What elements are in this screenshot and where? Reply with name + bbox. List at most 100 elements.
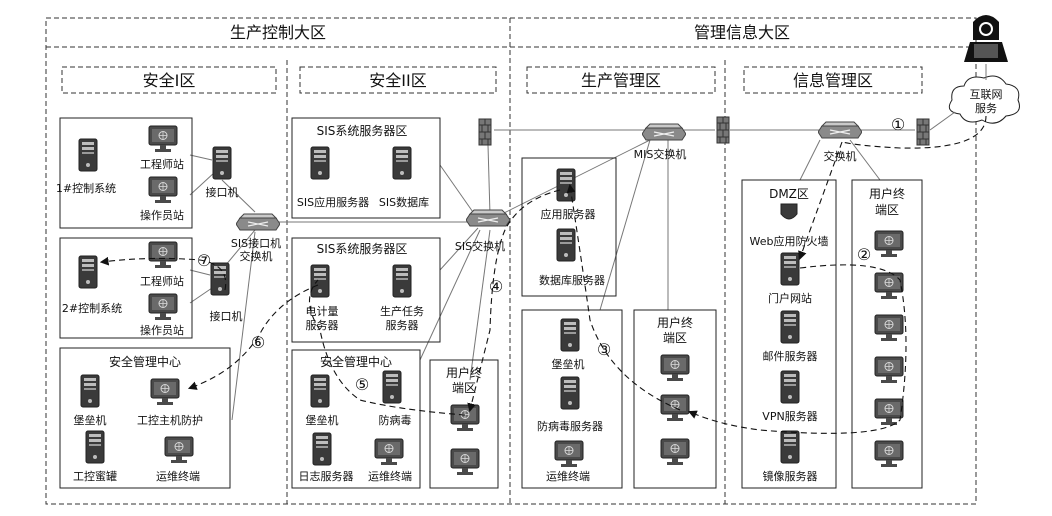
op-station-label: 操作员站 <box>140 208 184 222</box>
server-icon <box>310 146 330 180</box>
ics-host-protection-label: 工控主机防护 <box>137 413 203 427</box>
firewall-icon <box>478 118 492 146</box>
server-icon <box>392 264 412 298</box>
app-server-label: 应用服务器 <box>541 207 596 221</box>
hacker-icon <box>964 15 1008 62</box>
interface-server-icon <box>210 262 230 296</box>
server-icon <box>85 430 105 464</box>
production-management-title: 生产管理区 <box>581 71 661 90</box>
firewall-icon <box>716 116 730 144</box>
user-terminal-zone2-label-1: 用户终 <box>446 365 482 380</box>
mirror-server-label: 镜像服务器 <box>763 469 818 483</box>
server-icon <box>780 310 800 344</box>
server-icon <box>78 138 98 172</box>
info-management-title: 信息管理区 <box>793 71 873 90</box>
user-terminal-zone2-label-2: 端区 <box>452 381 476 395</box>
monitor-icon <box>450 448 480 476</box>
monitor-icon <box>874 440 904 468</box>
switch-icon <box>466 209 510 227</box>
monitor-icon <box>148 125 178 153</box>
step-marker-6: ⑥ <box>251 333 265 352</box>
server-icon <box>78 255 98 289</box>
management-zone-title: 管理信息大区 <box>694 23 790 42</box>
monitor-icon <box>164 436 194 464</box>
user-terminal-info-label-2: 端区 <box>875 203 899 217</box>
interface-machine-2-label: 接口机 <box>210 309 243 323</box>
monitor-icon <box>450 404 480 432</box>
meter-server-label-2: 服务器 <box>306 319 339 332</box>
firewall-icon <box>916 118 930 146</box>
log-server-label: 日志服务器 <box>299 470 354 483</box>
monitor-icon <box>874 398 904 426</box>
mis-switch-label: MIS交换机 <box>634 147 687 161</box>
user-terminal-info-label-1: 用户终 <box>869 186 905 201</box>
monitor-icon <box>374 438 404 466</box>
server-icon <box>312 432 332 466</box>
waf-shield-icon <box>780 203 798 220</box>
interface-machine-label: 接口机 <box>206 185 239 199</box>
interface-server-icon <box>212 146 232 180</box>
monitor-icon <box>148 293 178 321</box>
safety-zone-1-title: 安全I区 <box>143 71 196 90</box>
sis-interface-switch-label-2: 交换机 <box>240 249 273 263</box>
step-marker-2: ② <box>857 245 871 264</box>
antivirus-label: 防病毒 <box>379 413 412 427</box>
security-center-2-title: 安全管理中心 <box>320 354 392 369</box>
waf-label: Web应用防火墙 <box>750 234 829 248</box>
bastion-3-label: 堡垒机 <box>552 357 585 371</box>
control-system-2-label: 2#控制系统 <box>62 301 122 315</box>
user-terminal-prod-label-1: 用户终 <box>657 315 693 330</box>
eng-station-2-label: 工程师站 <box>140 274 184 288</box>
sis-server-area-2-title: SIS系统服务器区 <box>317 241 408 256</box>
ops-terminal-1-label: 运维终端 <box>156 469 200 483</box>
server-icon <box>780 252 800 286</box>
sis-database-label: SIS数据库 <box>379 195 429 209</box>
server-icon <box>556 228 576 262</box>
mail-server-label: 邮件服务器 <box>763 350 818 363</box>
op-station-2-label: 操作员站 <box>140 323 184 337</box>
dmz-label: DMZ区 <box>769 187 809 201</box>
antivirus-server-label: 防病毒服务器 <box>537 419 603 433</box>
server-icon <box>780 430 800 464</box>
step-marker-1: ① <box>891 115 905 134</box>
server-icon <box>560 376 580 410</box>
bastion-1-label: 堡垒机 <box>74 413 107 427</box>
sis-app-server-label: SIS应用服务器 <box>297 195 369 209</box>
meter-server-label-1: 电计量 <box>306 305 339 318</box>
sis-interface-switch-label-1: SIS接口机 <box>231 236 281 250</box>
vpn-server-label: VPN服务器 <box>762 410 817 423</box>
security-center-1-title: 安全管理中心 <box>109 354 181 369</box>
user-terminal-prod-label-2: 端区 <box>663 331 687 345</box>
switch-icon <box>818 121 862 139</box>
sis-switch-label: SIS交换机 <box>455 239 505 253</box>
ops-terminal-2-label: 运维终端 <box>368 469 412 483</box>
server-icon <box>392 146 412 180</box>
sis-server-area-1-title: SIS系统服务器区 <box>317 123 408 138</box>
monitor-icon <box>874 356 904 384</box>
eng-station-label: 工程师站 <box>140 157 184 171</box>
step-marker-4: ④ <box>489 277 503 296</box>
switch-icon <box>236 213 280 231</box>
db-server-label: 数据库服务器 <box>539 273 605 287</box>
server-icon <box>80 374 100 408</box>
monitor-icon <box>660 354 690 382</box>
ics-honeypot-label: 工控蜜罐 <box>73 469 117 483</box>
monitor-icon <box>660 438 690 466</box>
monitor-icon <box>150 378 180 406</box>
attack-paths <box>99 115 987 434</box>
monitor-icon <box>874 314 904 342</box>
server-icon <box>310 374 330 408</box>
monitor-icon <box>874 272 904 300</box>
internet-cloud-icon <box>948 75 1020 124</box>
server-icon <box>560 318 580 352</box>
step-marker-7: ⑦ <box>197 251 211 270</box>
task-server-label-1: 生产任务 <box>380 304 424 318</box>
portal-label: 门户网站 <box>768 291 812 305</box>
switch-icon <box>642 123 686 141</box>
server-icon <box>310 264 330 298</box>
internet-label-1: 互联网 <box>970 88 1003 101</box>
monitor-icon <box>874 230 904 258</box>
bastion-2-label: 堡垒机 <box>306 413 339 427</box>
outer-frame <box>45 17 977 505</box>
